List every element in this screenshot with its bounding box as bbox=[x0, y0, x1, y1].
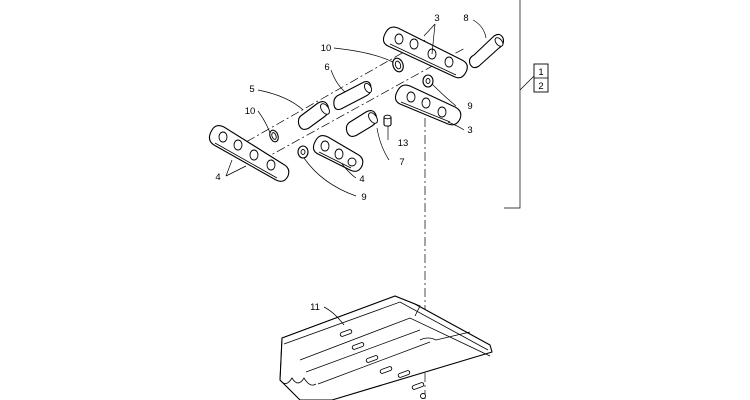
callout-13: 13 bbox=[398, 138, 409, 149]
track-link-middle bbox=[312, 134, 364, 172]
ring-10-lower bbox=[269, 129, 279, 143]
callout-3-upper: 3 bbox=[434, 13, 439, 24]
washer-9-upper bbox=[422, 74, 434, 88]
bushing-5 bbox=[297, 100, 330, 131]
washer-9-lower bbox=[297, 145, 309, 159]
callout-4-right: 4 bbox=[359, 174, 364, 185]
ring-10-upper bbox=[392, 57, 404, 73]
callout-4-left: 4 bbox=[215, 172, 220, 183]
callout-labels: 3 8 10 6 5 10 9 3 13 7 4 4 9 11 bbox=[215, 13, 472, 313]
track-link-upper bbox=[382, 26, 468, 79]
callout-11: 11 bbox=[310, 302, 320, 313]
callout-9-lower: 9 bbox=[361, 192, 366, 203]
pin-8 bbox=[468, 33, 505, 69]
sleeve-13 bbox=[383, 114, 392, 127]
callout-10-lower: 10 bbox=[245, 106, 256, 117]
leader-lines bbox=[225, 19, 487, 326]
track-shoe bbox=[279, 295, 493, 400]
pin-6 bbox=[333, 81, 373, 111]
callout-5: 5 bbox=[249, 84, 254, 95]
callout-2: 2 bbox=[538, 81, 543, 92]
reference-box: 1 2 bbox=[533, 63, 549, 93]
track-link-lower bbox=[394, 84, 462, 126]
callout-6: 6 bbox=[324, 62, 329, 73]
callout-10-upper: 10 bbox=[321, 43, 332, 54]
bushing-7 bbox=[345, 109, 378, 138]
callout-7: 7 bbox=[399, 157, 404, 168]
callout-3-lower: 3 bbox=[467, 125, 472, 136]
assembly-bracket bbox=[504, 0, 535, 209]
callout-1: 1 bbox=[538, 67, 543, 78]
callout-8: 8 bbox=[463, 13, 468, 24]
callout-9-upper: 9 bbox=[467, 101, 472, 112]
track-link-left bbox=[208, 124, 290, 182]
